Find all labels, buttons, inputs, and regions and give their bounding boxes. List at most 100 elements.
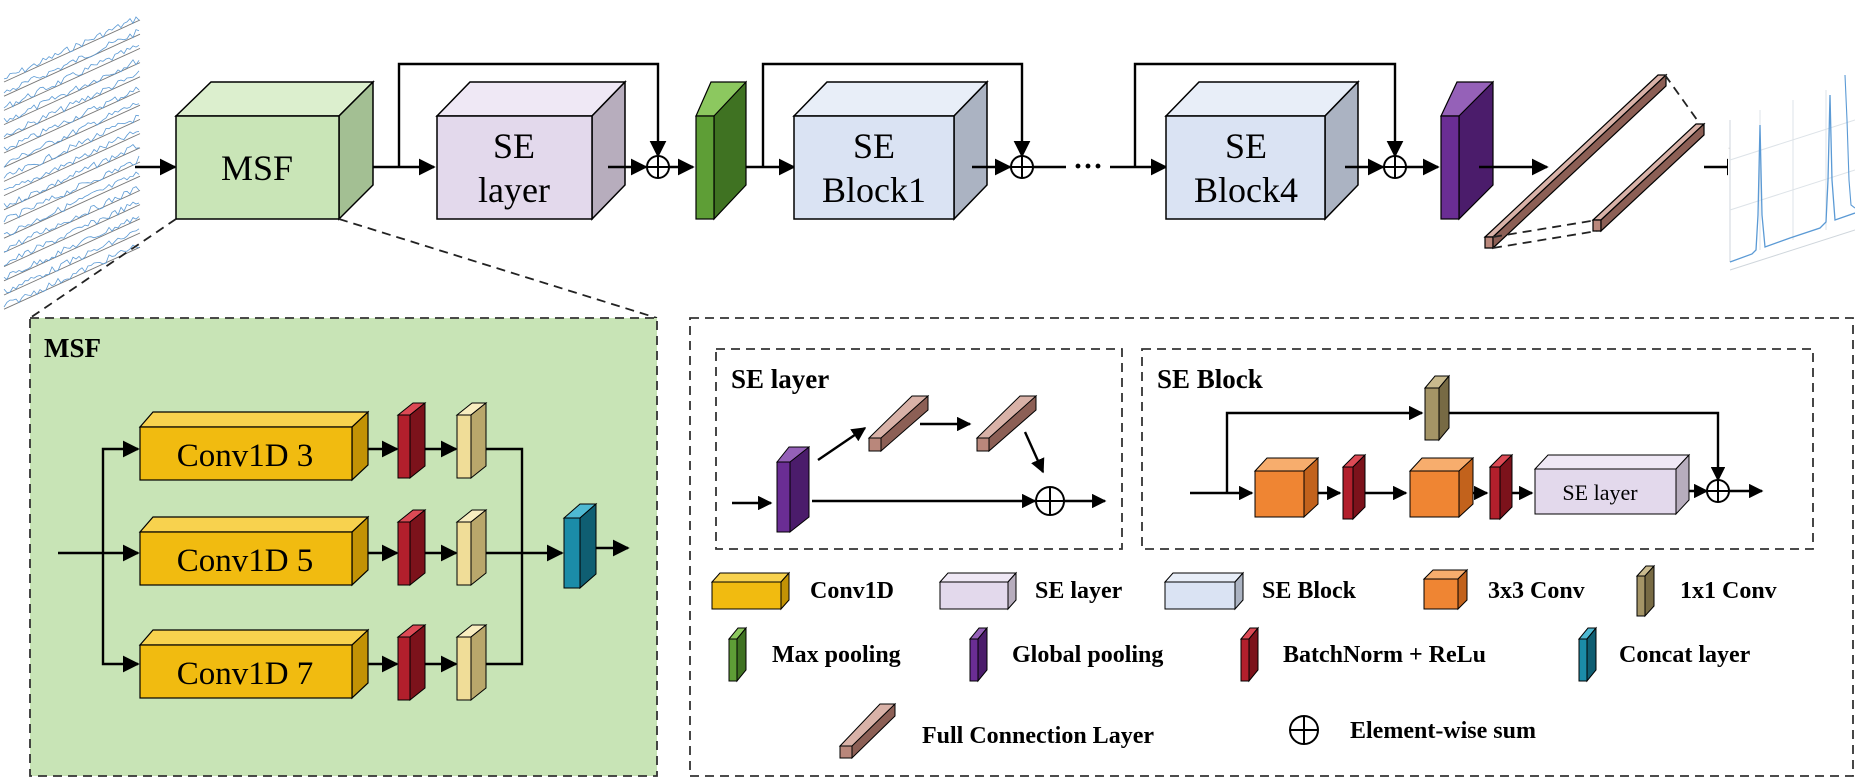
fc-dash-mid xyxy=(1492,219,1598,238)
input-signal-image xyxy=(2,10,142,310)
conv1d-7-front xyxy=(139,644,353,699)
svg-text:·: · xyxy=(1728,146,1730,152)
legend-conv1d: Conv1D xyxy=(710,571,894,611)
se-block1-label-line2: Block1 xyxy=(822,170,926,210)
legend-global-pooling-label: Global pooling xyxy=(1012,642,1163,668)
conv1d-7-block: Conv1D 7 xyxy=(138,628,370,700)
fc-dash-top xyxy=(1664,74,1701,125)
legend-global-pooling: Global pooling xyxy=(968,626,1163,683)
skip-connection-2 xyxy=(761,62,1031,167)
legend-se-block-label: SE Block xyxy=(1262,578,1357,604)
conv1x1-2 xyxy=(455,508,488,587)
se-layer-fc2 xyxy=(975,394,1038,453)
se-block-detail-panel: SE Block xyxy=(1141,348,1814,550)
ellipsis: ··· xyxy=(1073,150,1103,183)
global-pooling-layer xyxy=(1440,80,1494,221)
se-block-bn1 xyxy=(1341,453,1367,521)
conv1x1-3 xyxy=(455,623,488,702)
legend-conv3-label: 3x3 Conv xyxy=(1488,578,1585,604)
conv1x1-1 xyxy=(455,401,488,480)
fc-layer-2 xyxy=(1591,122,1706,233)
se-layer-fc1 xyxy=(867,394,930,453)
concat-layer xyxy=(562,502,598,590)
conv1d-7-label: Conv1D 7 xyxy=(177,656,314,692)
se-block4-label-line2: Block4 xyxy=(1194,170,1298,210)
conv1d-7-top xyxy=(138,629,370,646)
output-spectrum-image: · xyxy=(1728,60,1855,280)
legend-batchnorm: BatchNorm + ReLu xyxy=(1239,626,1486,683)
msf-panel-title: MSF xyxy=(44,333,101,363)
se-block-inner-se-layer: SE layer xyxy=(1533,453,1691,516)
msf-detail-panel: MSF Conv1D 3 Conv1D 5 xyxy=(29,317,658,777)
se-layer-detail-panel: SE layer xyxy=(715,348,1123,550)
legend-conv1-label: 1x1 Conv xyxy=(1680,578,1777,604)
fc-layer-1 xyxy=(1483,73,1668,250)
se-block-inner-label: SE layer xyxy=(1562,480,1638,505)
se-block-1x1-conv xyxy=(1423,374,1451,442)
element-wise-sum-3 xyxy=(1383,155,1407,179)
se-block-skip-to-sum xyxy=(1449,411,1726,482)
legend-concat-label: Concat layer xyxy=(1619,642,1751,668)
legend-panel-border xyxy=(689,317,1854,777)
se-layer-sum xyxy=(1035,486,1065,516)
conv1d-5-block: Conv1D 5 xyxy=(138,515,370,587)
legend-se-layer: SE layer xyxy=(938,571,1123,611)
se-block-conv3-1 xyxy=(1253,456,1320,519)
se-block1: SE Block1 xyxy=(792,80,989,221)
legend-conv3: 3x3 Conv xyxy=(1422,568,1585,611)
element-wise-sum-2 xyxy=(1010,155,1034,179)
legend-max-pooling: Max pooling xyxy=(727,626,901,683)
se-layer-block: SE layer xyxy=(435,80,627,221)
msf-block: MSF xyxy=(174,80,375,221)
conv1d-5-label: Conv1D 5 xyxy=(177,543,314,579)
se-block-panel-title: SE Block xyxy=(1157,364,1263,394)
se-layer-label-line2: layer xyxy=(478,170,550,210)
msf-branch-bottom xyxy=(101,553,140,673)
conv1d-3-block: Conv1D 3 xyxy=(138,410,370,482)
se-block1-front xyxy=(793,115,955,220)
skip-connection-1 xyxy=(397,62,667,167)
msf-merge-lines xyxy=(486,447,524,666)
legend-full-connection-label: Full Connection Layer xyxy=(922,723,1154,749)
conv1d-3-label: Conv1D 3 xyxy=(177,438,314,474)
conv1d-5-front xyxy=(139,531,353,586)
conv1d-5-top xyxy=(138,516,370,533)
legend-se-block: SE Block xyxy=(1163,571,1357,611)
se-block4: SE Block4 xyxy=(1164,80,1360,221)
legend-element-sum: Element-wise sum xyxy=(1289,715,1536,745)
se-layer-label-line1: SE xyxy=(493,126,535,166)
se-layer-arrow-fc2-to-sum xyxy=(1023,431,1045,474)
skip-connection-3 xyxy=(1133,62,1404,167)
zoom-line-right xyxy=(338,218,658,319)
msf-branch-top xyxy=(101,440,140,553)
batchnorm-relu-2 xyxy=(396,508,427,587)
se-layer-panel-title: SE layer xyxy=(731,364,829,394)
se-layer-block-front xyxy=(436,115,593,220)
se-layer-global-pool xyxy=(775,445,811,534)
max-pooling-layer xyxy=(695,80,747,221)
se-block-bn2 xyxy=(1488,453,1514,521)
legend-max-pooling-label: Max pooling xyxy=(772,642,901,668)
se-layer-arrow-to-fc1 xyxy=(817,427,867,461)
se-block1-label-line1: SE xyxy=(853,126,895,166)
se-block4-label-line1: SE xyxy=(1225,126,1267,166)
legend-full-connection: Full Connection Layer xyxy=(838,702,1154,760)
msf-label: MSF xyxy=(221,148,293,188)
legend-conv1: 1x1 Conv xyxy=(1635,564,1777,618)
legend-batchnorm-label: BatchNorm + ReLu xyxy=(1283,642,1486,668)
legend-se-layer-label: SE layer xyxy=(1035,578,1123,604)
legend-element-sum-label: Element-wise sum xyxy=(1350,718,1536,744)
fc-dash-bottom xyxy=(1492,230,1598,249)
batchnorm-relu-1 xyxy=(396,401,427,480)
max-pooling-front xyxy=(695,115,715,220)
legend-concat: Concat layer xyxy=(1577,626,1751,683)
se-block4-front xyxy=(1165,115,1326,220)
se-block-sum xyxy=(1706,479,1730,503)
batchnorm-relu-3 xyxy=(396,623,427,702)
msf-block-front xyxy=(175,115,340,220)
element-wise-sum-1 xyxy=(646,155,670,179)
global-pooling-front xyxy=(1440,115,1460,220)
conv1d-3-top xyxy=(138,411,370,428)
se-block-skip-to-1x1 xyxy=(1225,405,1424,493)
